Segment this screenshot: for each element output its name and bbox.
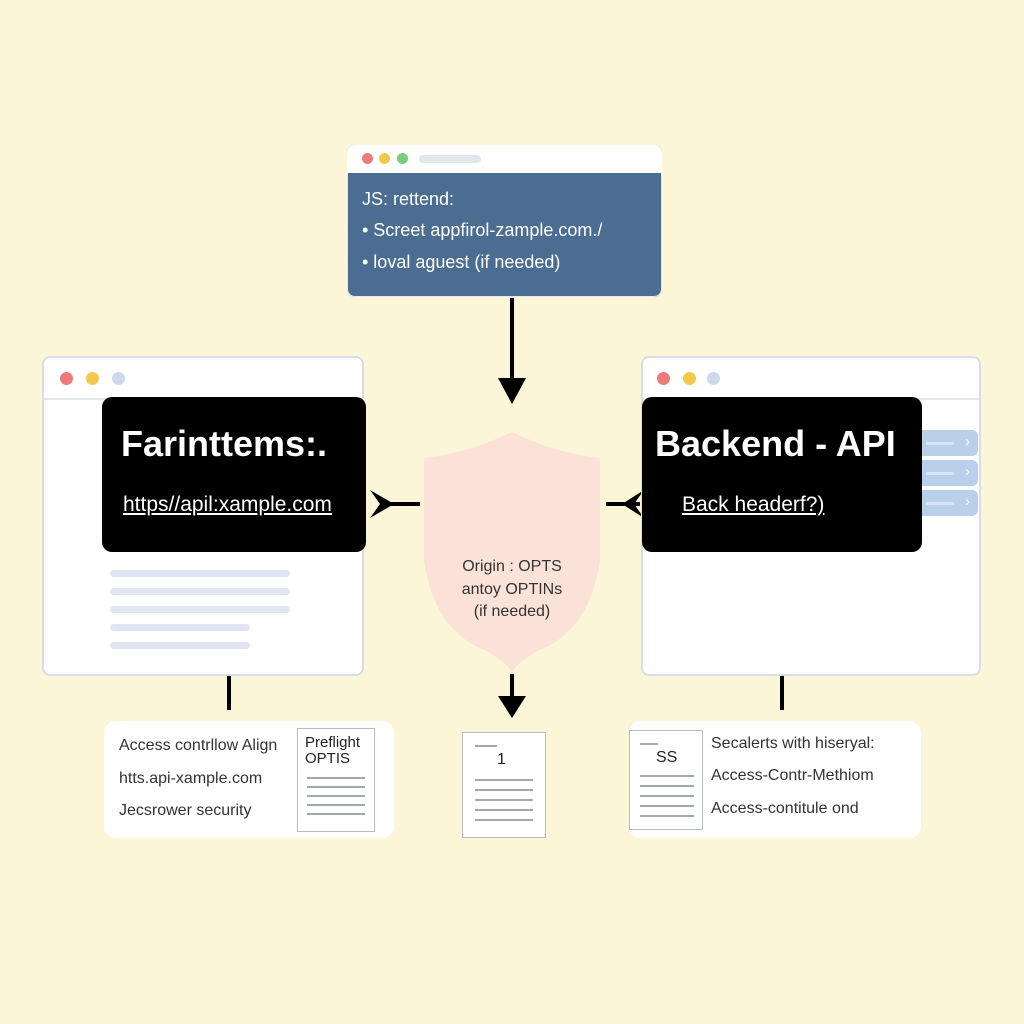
- left-card-line-3: Jecsrower security: [119, 802, 252, 819]
- minimize-dot-icon: [86, 372, 99, 385]
- list-item: ›: [916, 460, 978, 486]
- backend-title: Backend - API: [655, 423, 896, 464]
- backend-window-titlebar: [643, 358, 979, 400]
- frontend-window-titlebar: [44, 358, 362, 400]
- left-card-line-2: htts.api-xample.com: [119, 770, 263, 787]
- backend-panel: Backend - API Back headerf?): [642, 397, 922, 552]
- frontend-url: https//apil:xample.com: [123, 493, 332, 516]
- skeleton-line: [110, 642, 250, 649]
- close-dot-icon: [362, 153, 373, 164]
- chevron-right-icon: ›: [965, 493, 970, 510]
- list-item: ›: [916, 430, 978, 456]
- shield-shape: [424, 432, 600, 672]
- skeleton-line: [110, 624, 250, 631]
- preflight-doc-label: Preflight OPTIS: [305, 734, 361, 767]
- js-line-1: JS: rettend:: [362, 189, 455, 209]
- close-dot-icon: [60, 372, 73, 385]
- js-window-titlebar: [347, 145, 662, 173]
- js-line-3: • loval aguest (if needed): [362, 252, 561, 272]
- server-doc-label: SS: [656, 749, 678, 766]
- chevron-right-icon: ›: [965, 433, 970, 450]
- shield-line-1: Origin : OPTS: [462, 558, 562, 575]
- list-item: ›: [916, 490, 978, 516]
- preflight-document-icon: Preflight OPTIS: [297, 728, 375, 832]
- shield-line-2: antoy OPTINs: [461, 581, 563, 598]
- address-bar: [419, 155, 481, 163]
- response-document-icon: 1: [462, 732, 546, 838]
- right-info-card: SS Secalerts with hiseryal: Access-Contr…: [629, 721, 921, 838]
- js-line-2: • Screet appfirol-zample.com./: [362, 220, 603, 240]
- right-card-line-3: Access-contitule ond: [711, 800, 859, 817]
- backend-subtitle: Back headerf?): [682, 493, 825, 516]
- minimize-dot-icon: [379, 153, 390, 164]
- shield-line-3: (if needed): [473, 603, 551, 620]
- server-document-icon: SS: [629, 730, 703, 830]
- maximize-dot-icon: [707, 372, 720, 385]
- maximize-dot-icon: [112, 372, 125, 385]
- right-card-line-1: Secalerts with hiseryal:: [711, 735, 875, 752]
- left-card-line-1: Access contrllow Align: [119, 737, 278, 754]
- frontend-panel: Farinttems:. https//apil:xample.com: [102, 397, 366, 552]
- skeleton-line: [110, 606, 290, 613]
- skeleton-line: [110, 570, 290, 577]
- skeleton-line: [110, 588, 290, 595]
- left-info-card: Access contrllow Align htts.api-xample.c…: [104, 721, 394, 838]
- right-card-line-2: Access-Contr-Methiom: [711, 767, 874, 784]
- frontend-title: Farinttems:.: [121, 423, 328, 464]
- doc-label: 1: [497, 751, 506, 768]
- chevron-right-icon: ›: [965, 463, 970, 480]
- js-window: JS: rettend: • Screet appfirol-zample.co…: [347, 145, 662, 297]
- minimize-dot-icon: [683, 372, 696, 385]
- maximize-dot-icon: [397, 153, 408, 164]
- close-dot-icon: [657, 372, 670, 385]
